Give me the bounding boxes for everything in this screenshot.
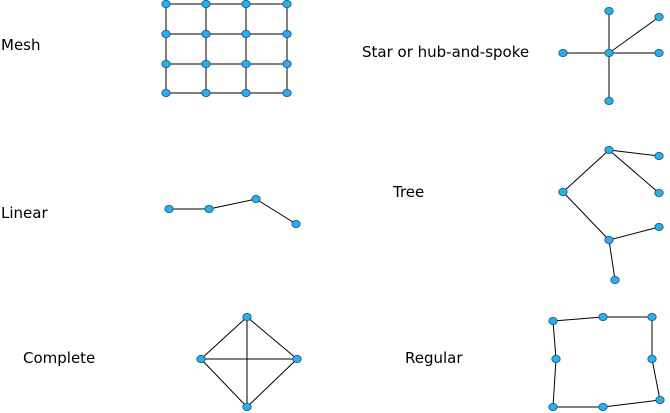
mesh-node [201, 89, 211, 98]
linear-label: Linear [1, 204, 48, 222]
complete-edge [200, 358, 248, 408]
tree-node [558, 187, 568, 196]
mesh-node [241, 60, 251, 69]
star-node [604, 7, 614, 15]
complete-edge [246, 316, 298, 360]
mesh-node [161, 60, 171, 69]
tree-edge [608, 149, 660, 157]
linear-edge [255, 198, 297, 225]
complete-node [242, 402, 252, 411]
nodes-layer [161, 0, 665, 411]
tree-node [604, 145, 614, 154]
tree-edge [608, 149, 660, 194]
regular-node [551, 354, 561, 363]
star-node [558, 49, 568, 58]
regular-edge [602, 399, 661, 408]
complete-label: Complete [23, 349, 96, 367]
star-edge [608, 16, 660, 54]
regular-edge [552, 320, 557, 360]
mesh-node [282, 89, 292, 98]
complete-node [292, 354, 302, 363]
regular-node [647, 354, 657, 363]
mesh-node [282, 0, 292, 8]
star-node [654, 12, 664, 21]
mesh-node [161, 0, 171, 8]
complete-edge [200, 316, 248, 360]
tree-edge [562, 149, 610, 193]
regular-node [598, 312, 608, 321]
star-label: Star or hub-and-spoke [362, 43, 530, 61]
regular-node [548, 402, 558, 411]
mesh-node [282, 60, 292, 69]
complete-node [242, 312, 252, 321]
regular-node [647, 312, 657, 321]
tree-node [610, 275, 620, 284]
tree-label: Tree [393, 183, 425, 201]
regular-edge [552, 316, 604, 322]
linear-edge [208, 198, 257, 210]
mesh-node [241, 89, 251, 98]
star-node [604, 49, 614, 58]
star-node [654, 49, 664, 58]
edges-layer [165, 3, 661, 408]
mesh-label: Mesh [1, 36, 41, 54]
tree-node [654, 188, 664, 197]
tree-edge [608, 226, 660, 241]
complete-node [196, 354, 206, 363]
mesh-node [161, 89, 171, 98]
linear-node [251, 194, 261, 203]
mesh-node [201, 29, 211, 38]
linear-node [204, 204, 214, 213]
tree-node [604, 235, 614, 244]
regular-edge [651, 358, 661, 401]
linear-node [291, 219, 301, 228]
linear-node [164, 204, 174, 213]
tree-edge [562, 191, 610, 241]
mesh-node [201, 60, 211, 69]
complete-edge [246, 358, 298, 408]
tree-edge [608, 239, 616, 281]
regular-label: Regular [405, 349, 463, 367]
regular-edge [552, 358, 557, 408]
regular-node [598, 402, 608, 411]
mesh-node [241, 29, 251, 38]
regular-node [548, 316, 558, 325]
mesh-node [201, 0, 211, 8]
mesh-node [161, 29, 171, 38]
tree-node [654, 222, 664, 231]
star-node [604, 97, 614, 106]
mesh-node [241, 0, 251, 8]
tree-node [654, 151, 664, 160]
mesh-node [282, 29, 292, 38]
regular-node [655, 395, 665, 404]
